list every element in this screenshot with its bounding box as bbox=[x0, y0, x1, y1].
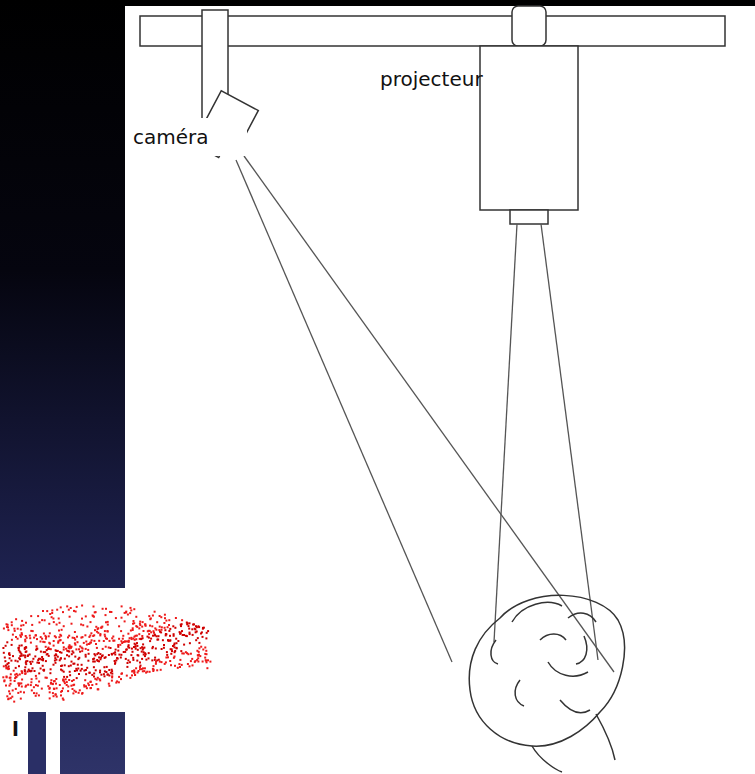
navy-block bbox=[28, 712, 46, 774]
cloud-ground bbox=[0, 712, 60, 774]
projector-symbol bbox=[480, 6, 578, 224]
point-cloud bbox=[2, 605, 211, 703]
text-fragment: l bbox=[4, 712, 27, 746]
camera-label: caméra bbox=[125, 118, 247, 156]
cloud-ground bbox=[0, 588, 212, 712]
projector-label: projecteur bbox=[372, 62, 491, 96]
head-sketch bbox=[469, 595, 624, 772]
